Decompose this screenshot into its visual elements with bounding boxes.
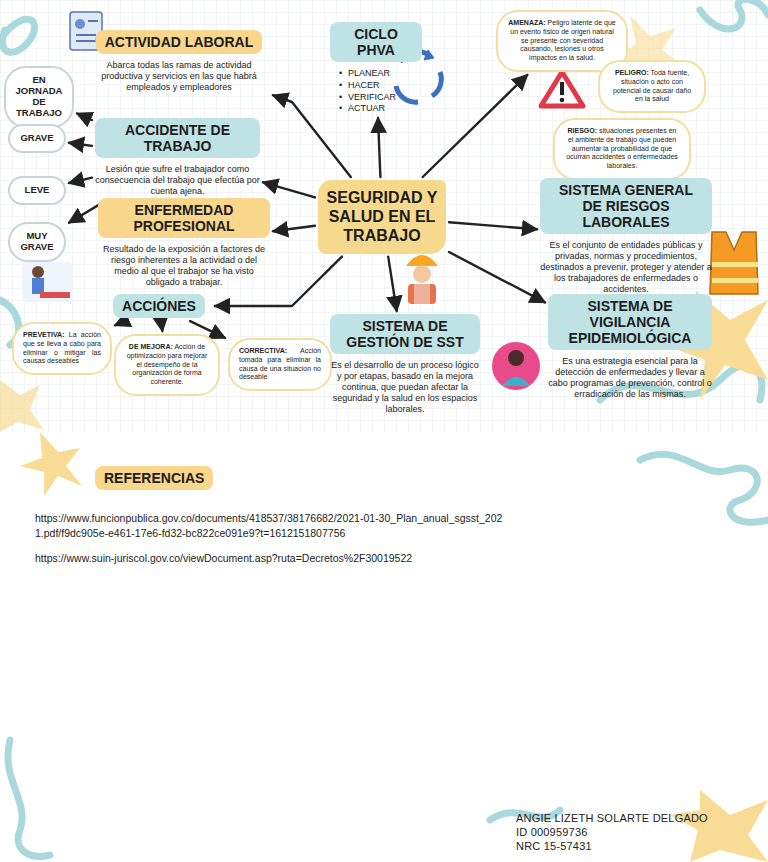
arrow-connector [449,222,537,229]
arrow-connector [77,114,92,121]
step-item: VERIFICAR [348,92,422,104]
topic-box: SISTEMA DE VIGILANCIA EPIDEMIOLÓGICA Es u… [548,294,712,400]
author-line: ANGIE LIZETH SOLARTE DELGADO [516,811,756,825]
topic-heading: SISTEMA GENERAL DE RIESGOS LABORALES [540,178,712,234]
cloud-term: MUY GRAVE [20,230,53,252]
cloud-term: PELIGRO: [615,69,649,76]
cloud-term: DE MEJORA: [129,343,173,350]
arrow-connector [449,252,545,302]
step-item: PLANEAR [348,68,422,80]
author-line: ID 000959736 [516,825,756,839]
star-bursts [0,16,768,862]
topic-heading: SISTEMA DE GESTIÓN DE SST [330,314,480,354]
vest-icon [710,232,758,294]
cloud-term: AMENAZA: [508,19,545,26]
cloud-term: LEVE [25,184,50,195]
cloud-note: PREVETIVA: La acción que se lleva a cabo… [12,322,112,375]
cloud-term: EN JORNADA DE TRABAJO [16,74,63,118]
central-topic: SEGURIDAD Y SALUD EN EL TRABAJO [318,180,446,254]
topic-heading: CICLO PHVA [330,22,422,62]
topic-body: Es una estrategia esencial para la detec… [548,356,712,400]
arrow-connector [161,321,162,331]
cloud-note: DE MEJORA: Acción de optimización para m… [114,334,220,396]
cloud-term: GRAVE [20,132,53,143]
arrow-connector [378,118,380,177]
warning-icon [541,72,583,106]
cloud-note: CORRECTIVA: Acción tomada para eliminar … [228,338,332,391]
first-aid-icon [22,262,72,302]
arrow-connector [388,257,397,311]
topic-body: Es el desarrollo de un proceso lógico y … [330,360,480,415]
topic-box: ACTIVIDAD LABORAL Abarca todas las ramas … [88,30,270,93]
reference-link: https://www.suin-juriscol.gov.co/viewDoc… [35,551,505,566]
topic-heading: ACTIVIDAD LABORAL [96,30,263,54]
arrow-connector [273,226,315,232]
topic-body: Es el conjunto de entidades públicas y p… [540,240,712,295]
topic-heading: ENFERMEDAD PROFESIONAL [98,198,270,238]
topic-box: ACCIDENTE DE TRABAJO Lesión que sufre el … [95,118,260,197]
step-list: PLANEARHACERVERIFICARACTUAR [348,68,422,115]
cloud-term: RIESGO: [568,127,598,134]
cloud-note: EN JORNADA DE TRABAJO [4,66,74,128]
cloud-note: RIESGO: situaciones presentes en el ambi… [553,118,691,180]
cloud-note: PELIGRO: Toda fuente, situación o acto c… [598,60,706,113]
topic-body: Resultado de la exposición a factores de… [98,244,270,288]
arrow-connector [115,321,125,325]
cloud-note: MUY GRAVE [8,222,66,262]
author-line: NRC 15-57431 [516,839,756,853]
step-item: ACTUAR [348,103,422,115]
reference-link: https://www.funcionpublica.gov.co/docume… [35,511,505,541]
cloud-term: CORRECTIVA: [239,347,287,354]
topic-heading: ACCIÓNES [113,294,205,318]
topic-box: CICLO PHVA PLANEARHACERVERIFICARACTUAR [330,22,422,115]
central-title: SEGURIDAD Y SALUD EN EL TRABAJO [324,188,440,246]
topic-body: Lesión que sufre el trabajador como cons… [95,164,260,197]
topic-heading: SISTEMA DE VIGILANCIA EPIDEMIOLÓGICA [548,294,712,350]
topic-box: ENFERMEDAD PROFESIONAL Resultado de la ex… [98,198,270,288]
topic-box: SISTEMA DE GESTIÓN DE SST Es el desarroll… [330,314,480,415]
arrow-connector [69,143,92,146]
topic-box: ACCIÓNES [106,294,212,318]
cloud-note: GRAVE [8,124,66,153]
topic-box: REFERENCIAS [95,466,199,490]
cloud-term: PREVETIVA: [23,331,65,338]
topic-heading: REFERENCIAS [95,466,213,490]
grid-ground [0,0,768,432]
arrow-connector [423,75,528,177]
topic-body: Abarca todas las ramas de actividad prod… [88,60,270,93]
topic-heading: ACCIDENTE DE TRABAJO [95,118,260,158]
topic-box: SISTEMA GENERAL DE RIESGOS LABORALES Es e… [540,178,712,295]
step-item: HACER [348,80,422,92]
arrow-connector [69,178,92,183]
cloud-note: LEVE [8,176,66,205]
doctor-icon [492,342,540,390]
worker-icon [406,255,438,304]
arrow-connector [263,182,315,197]
